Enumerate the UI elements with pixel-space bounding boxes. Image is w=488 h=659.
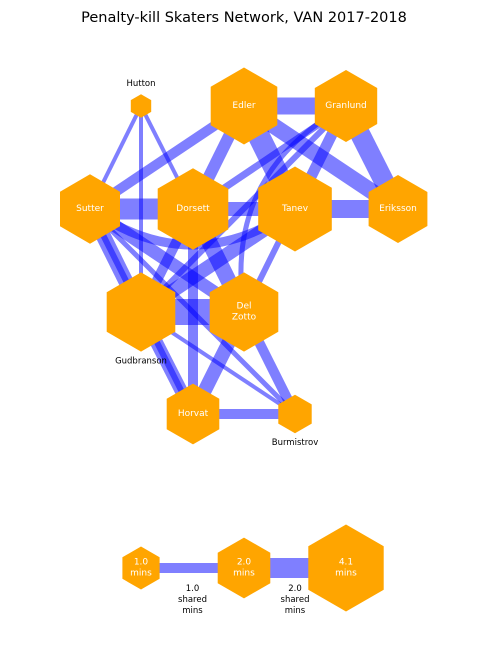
node-label-eriksson: Eriksson xyxy=(379,204,417,214)
node-label-hutton: Hutton xyxy=(126,79,155,89)
node-label-granlund: Granlund xyxy=(325,101,367,111)
node-delzotto xyxy=(209,272,279,352)
node-horvat xyxy=(166,383,220,445)
node-label-gudbranson: Gudbranson xyxy=(115,357,167,367)
node-label-horvat: Horvat xyxy=(178,409,209,419)
edge-layer xyxy=(83,97,407,419)
legend-node-1 xyxy=(217,537,271,599)
node-dorsett xyxy=(157,168,229,250)
node-label-tanev: Tanev xyxy=(281,204,309,214)
node-gudbranson xyxy=(106,272,176,352)
diagram-title: Penalty-kill Skaters Network, VAN 2017-2… xyxy=(81,10,407,26)
node-label-burmistrov: Burmistrov xyxy=(272,438,319,448)
node-label-dorsett: Dorsett xyxy=(176,204,210,214)
node-label-edler: Edler xyxy=(232,101,255,111)
node-sutter xyxy=(60,174,120,244)
legend-node-2 xyxy=(308,524,384,612)
node-tanev xyxy=(258,166,332,252)
node-eriksson xyxy=(368,175,428,243)
node-granlund xyxy=(314,70,378,142)
node-hutton xyxy=(130,94,152,118)
node-edler xyxy=(210,67,278,145)
node-label-sutter: Sutter xyxy=(76,204,104,214)
node-burmistrov xyxy=(278,394,312,434)
legend-node-0 xyxy=(122,546,160,590)
